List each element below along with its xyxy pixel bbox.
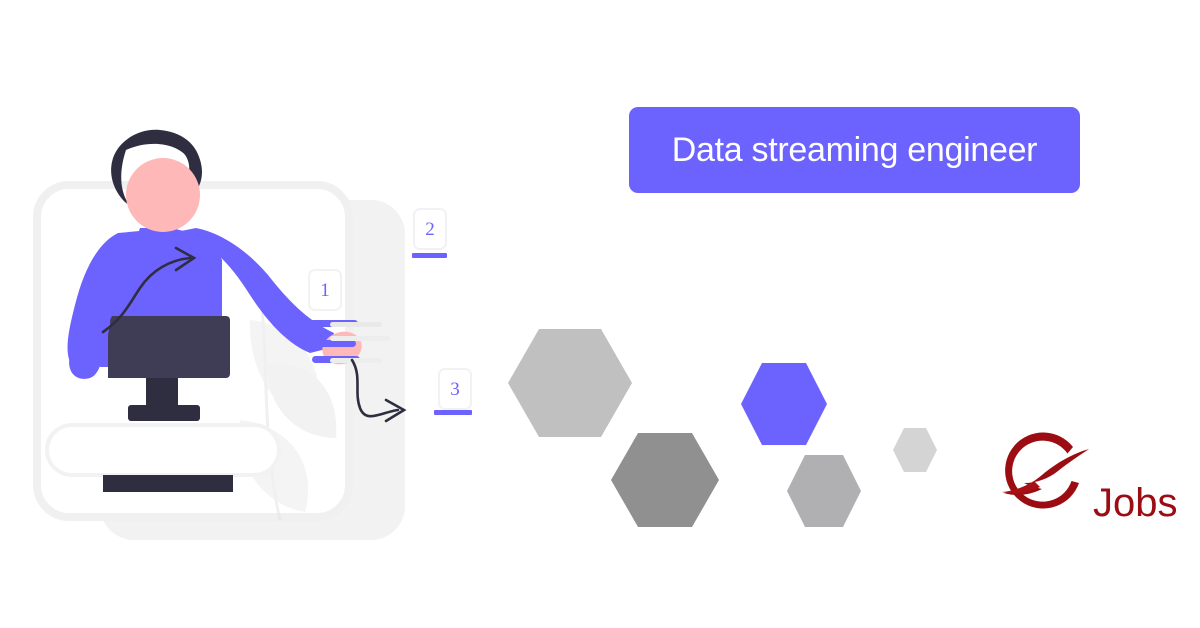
hexagon-cluster: [490, 310, 960, 550]
desk-surface: [45, 423, 281, 477]
job-title-text: Data streaming engineer: [671, 131, 1038, 169]
illustration-label-2-underline: [412, 253, 447, 258]
illustration-person-at-desk: 1 2 3: [0, 120, 500, 550]
person-hair: [111, 129, 202, 206]
illustration-label-1-text: 1: [320, 279, 330, 301]
brand-logo[interactable]: Jobs: [990, 425, 1180, 545]
illustration-label-3: 3: [438, 368, 472, 410]
arrow-to-label-3: [350, 358, 407, 423]
bar-gray-2: [330, 336, 390, 341]
illustration-label-1: 1: [308, 269, 342, 311]
hexagon-small-light-gray: [893, 428, 937, 472]
illustration-label-2: 2: [413, 208, 447, 250]
hexagon-purple: [741, 363, 827, 445]
plant-decoration: [239, 309, 337, 521]
person-left-arm: [69, 260, 112, 379]
job-title-banner: Data streaming engineer: [629, 107, 1080, 193]
hexagon-medium-gray: [787, 455, 861, 527]
arrow-to-label-2: [101, 246, 197, 334]
person-collar: [132, 228, 184, 250]
person-head: [126, 158, 200, 232]
illustration-label-3-text: 3: [450, 378, 460, 400]
logo-wordmark: Jobs: [1093, 481, 1178, 525]
bar-gray-3: [330, 358, 382, 363]
bar-purple-2: [308, 340, 356, 347]
monitor-stand-base: [128, 405, 200, 421]
person-right-arm: [176, 228, 334, 353]
bird-swoosh-circle-logo-icon: [990, 425, 1100, 535]
illustration-label-2-text: 2: [425, 218, 435, 240]
hexagon-dark-gray: [611, 433, 719, 527]
bar-gray-1: [330, 322, 382, 327]
hexagon-large-light-gray: [508, 329, 632, 437]
illustration-label-3-underline: [434, 410, 472, 415]
